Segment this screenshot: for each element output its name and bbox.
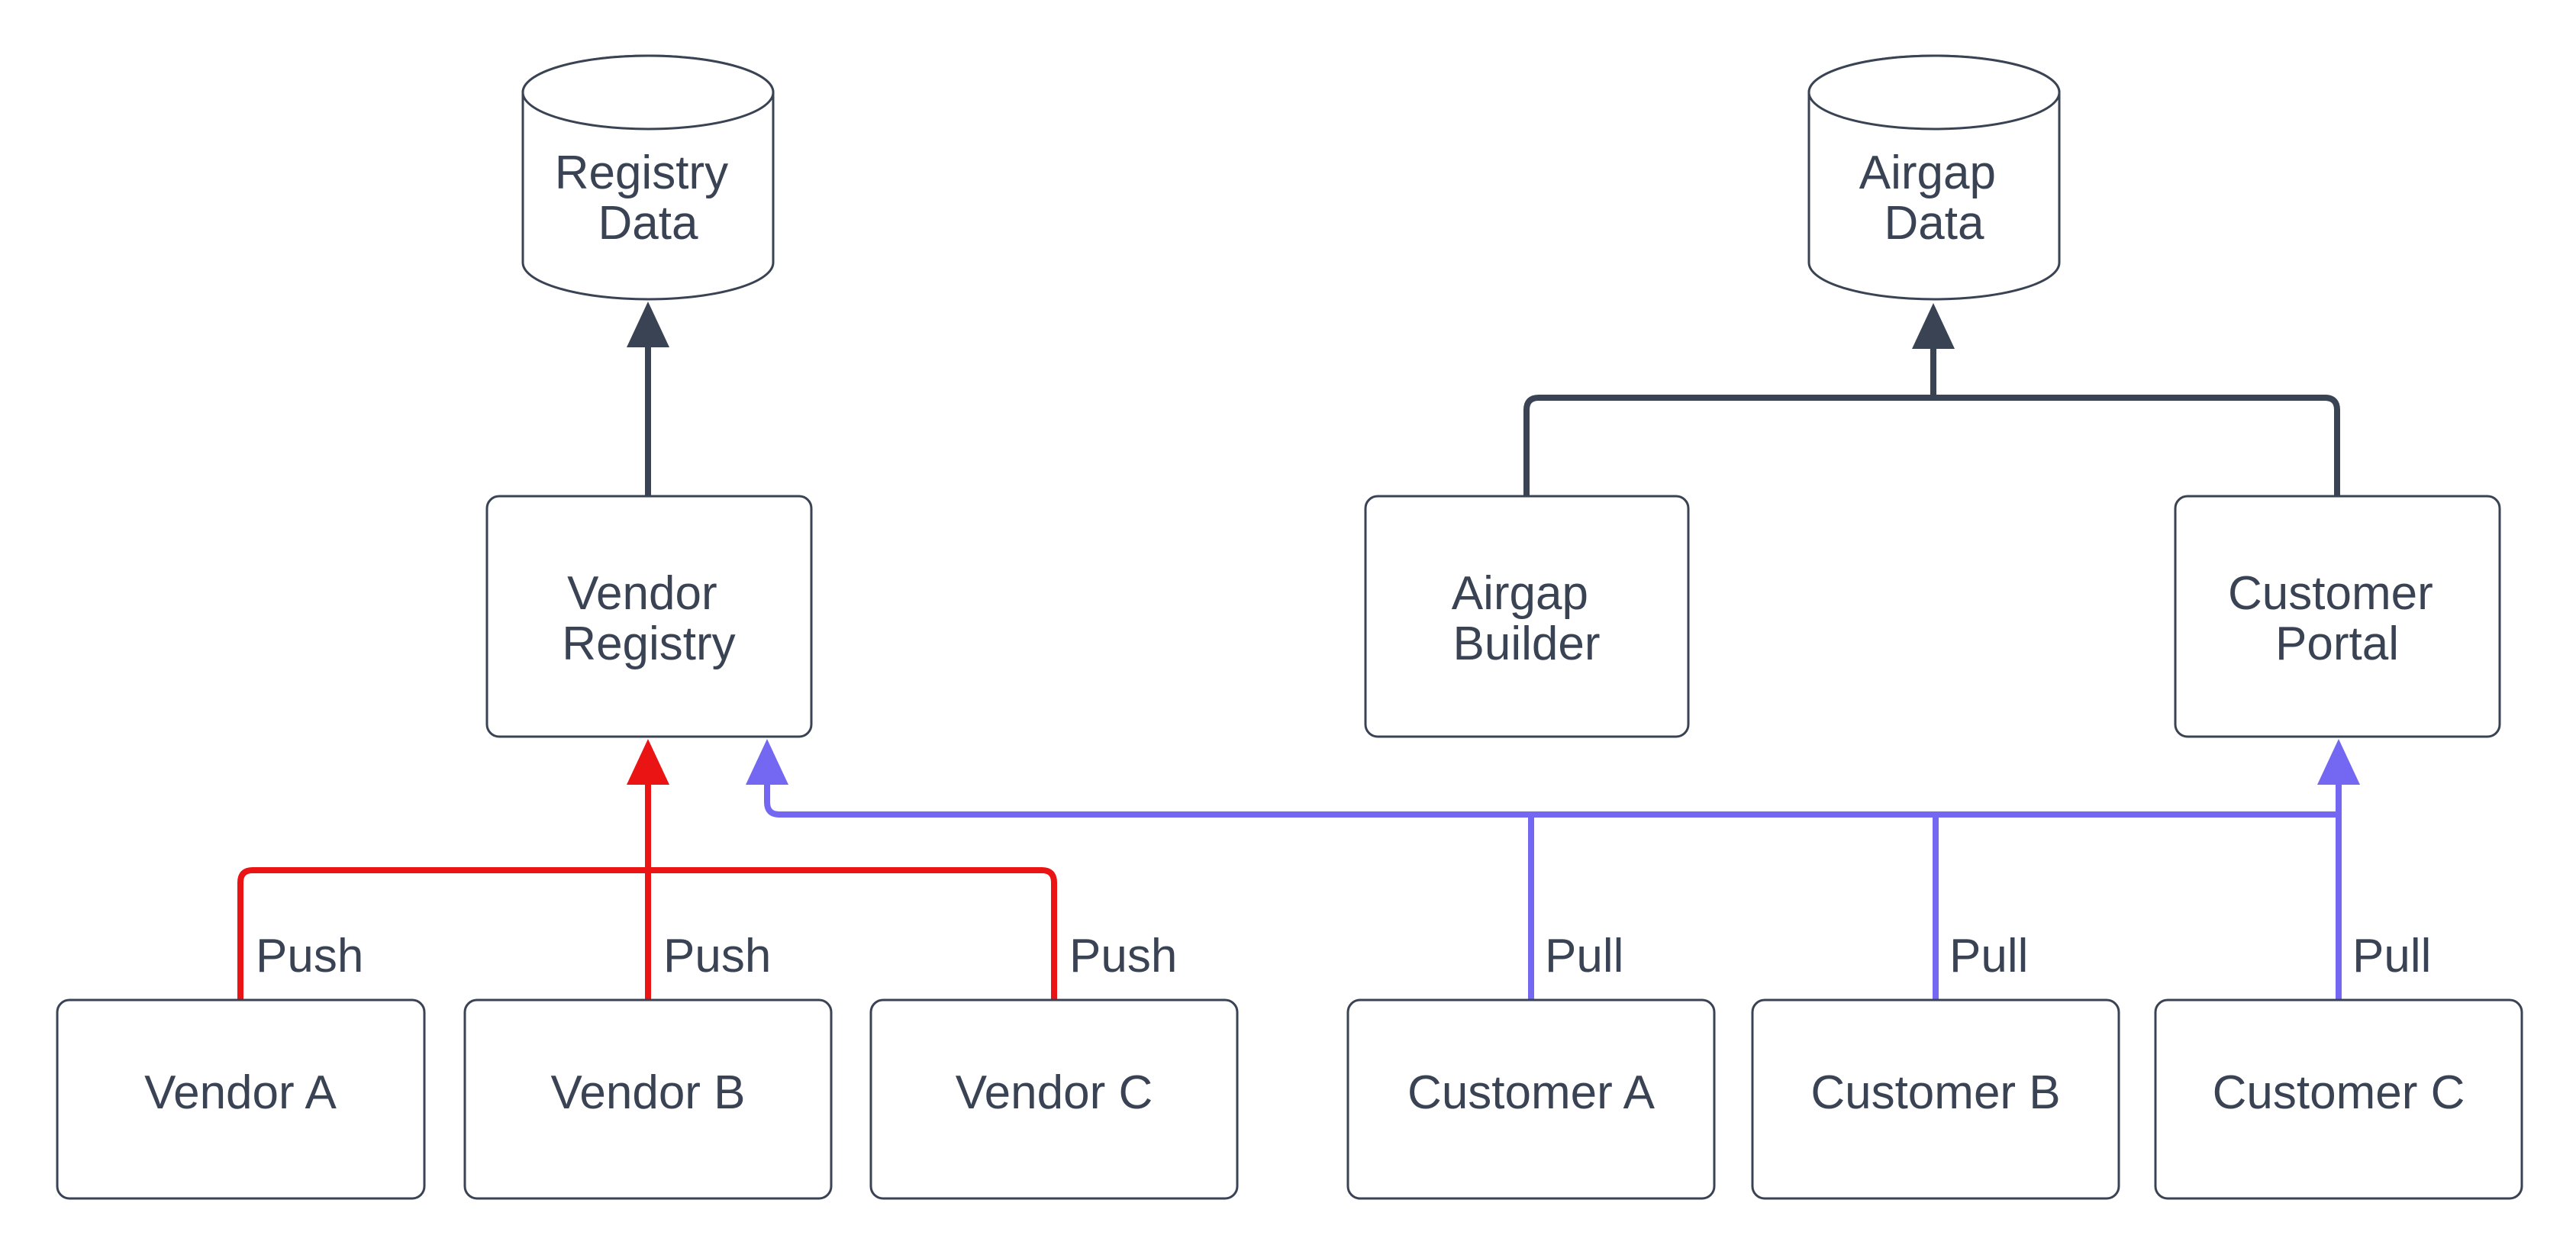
node-vendor-c: Vendor C bbox=[869, 998, 1239, 1200]
push-label-b: Push bbox=[663, 930, 771, 982]
vendor-c-box bbox=[869, 998, 1239, 1200]
pull-label-b: Pull bbox=[1949, 930, 2028, 982]
customer-b-box bbox=[1751, 998, 2120, 1200]
vendor-a-box bbox=[56, 998, 426, 1200]
pull-labels: Pull Pull Pull bbox=[1545, 930, 2431, 982]
customer-c-box bbox=[2154, 998, 2523, 1200]
vendor-b-box bbox=[463, 998, 833, 1200]
node-airgap-data: Airgap Data bbox=[1807, 54, 2061, 301]
airgap-builder-box bbox=[1364, 495, 1690, 738]
node-customer-b: Customer B bbox=[1751, 998, 2120, 1200]
customer-c-label: Customer C bbox=[2213, 1066, 2465, 1119]
edge-vendor-registry-to-registry-data bbox=[627, 302, 669, 496]
cylinder-top bbox=[521, 54, 775, 131]
customer-a-box bbox=[1346, 998, 1716, 1200]
airgap-data-label: Airgap Data bbox=[1859, 147, 2009, 250]
customer-portal-box bbox=[2174, 495, 2501, 738]
customer-a-label: Customer A bbox=[1407, 1066, 1656, 1119]
edge-vendors-push bbox=[237, 739, 1057, 1000]
arrowhead-up-icon bbox=[2317, 739, 2360, 785]
node-registry-data: Registry Data bbox=[521, 54, 775, 301]
push-label-c: Push bbox=[1069, 930, 1177, 982]
pull-label-a: Pull bbox=[1545, 930, 1623, 982]
vendor-registry-label: Vendor Registry bbox=[562, 567, 735, 670]
pull-label-c: Pull bbox=[2352, 930, 2431, 982]
airgap-builder-label: Airgap Builder bbox=[1452, 567, 1601, 670]
arrowhead-up-icon bbox=[627, 739, 669, 785]
cylinder-top bbox=[1807, 54, 2061, 131]
arrowhead-up-icon bbox=[627, 302, 669, 347]
vendor-c-label: Vendor C bbox=[956, 1066, 1153, 1119]
node-vendor-registry: Vendor Registry bbox=[485, 495, 813, 738]
customer-portal-label: Customer Portal bbox=[2228, 567, 2446, 670]
node-customer-a: Customer A bbox=[1346, 998, 1716, 1200]
edge-line bbox=[1523, 395, 2340, 496]
vendor-registry-box bbox=[485, 495, 813, 738]
node-customer-c: Customer C bbox=[2154, 998, 2523, 1200]
node-vendor-b: Vendor B bbox=[463, 998, 833, 1200]
node-airgap-builder: Airgap Builder bbox=[1364, 495, 1690, 738]
arrowhead-up-icon bbox=[746, 739, 788, 785]
vendor-b-label: Vendor B bbox=[550, 1066, 745, 1119]
customer-b-label: Customer B bbox=[1810, 1066, 2060, 1119]
registry-data-label: Registry Data bbox=[555, 147, 742, 250]
edge-line bbox=[764, 783, 2339, 818]
edge-builder-portal-to-airgap-data bbox=[1523, 303, 2340, 496]
arrowhead-up-icon bbox=[1912, 303, 1955, 349]
edge-customers-pull bbox=[746, 739, 2360, 1000]
node-customer-portal: Customer Portal bbox=[2174, 495, 2501, 738]
node-vendor-a: Vendor A bbox=[56, 998, 426, 1200]
push-labels: Push Push Push bbox=[256, 930, 1177, 982]
push-label-a: Push bbox=[256, 930, 363, 982]
vendor-a-label: Vendor A bbox=[144, 1066, 337, 1119]
